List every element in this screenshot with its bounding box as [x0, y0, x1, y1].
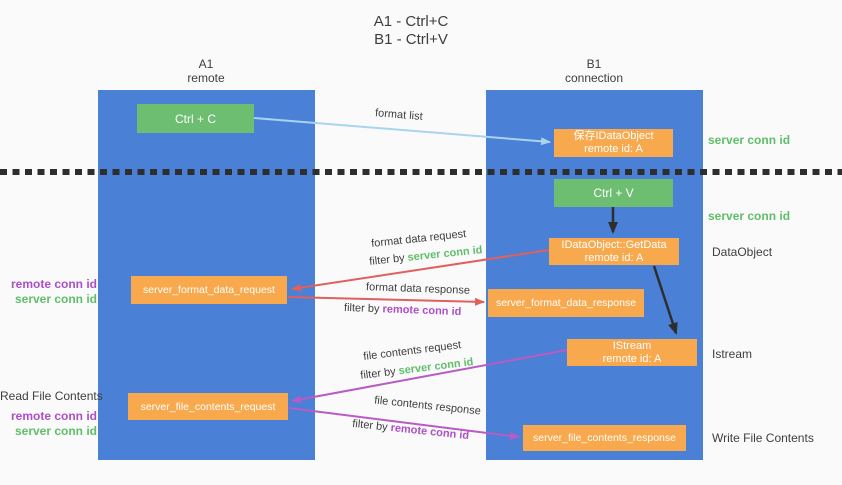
- server-file-contents-response-box: server_file_contents_response: [523, 425, 686, 451]
- server-file-contents-request-box: server_file_contents_request: [128, 393, 288, 420]
- remote-conn-id-annotation-1: remote conn id: [10, 277, 97, 291]
- filter-by-text: filter by: [351, 417, 392, 434]
- ctrl-c-box: Ctrl + C: [137, 104, 254, 133]
- server-conn-id-text: server conn id: [397, 356, 475, 378]
- save-idataobject-box: 保存IDataObject remote id: A: [554, 129, 673, 157]
- conn-id-annotation-cluster-1: remote conn id server conn id: [0, 277, 97, 307]
- format-data-response-label: format data response: [365, 281, 471, 297]
- dataobject-annotation: DataObject: [712, 245, 773, 259]
- right-column-header: B1 connection: [524, 57, 664, 85]
- server-format-data-request-box: server_format_data_request: [131, 276, 287, 304]
- filter-by-text: filter by: [368, 251, 409, 268]
- idataobject-getdata-box: IDataObject::GetData remote id: A: [549, 238, 679, 265]
- server-conn-id-annotation-2: server conn id: [14, 424, 97, 438]
- ctrl-v-label: Ctrl + V: [593, 186, 634, 200]
- ctrl-c-label: Ctrl + C: [174, 111, 216, 126]
- conn-id-annotation-cluster-2: remote conn id server conn id: [0, 409, 97, 439]
- format-data-response-arrow: [287, 296, 485, 306]
- left-column-name: A1: [198, 57, 214, 71]
- server-conn-id-annotation-top: server conn id: [708, 133, 791, 147]
- server-conn-id-annotation-1: server conn id: [14, 292, 97, 306]
- read-file-contents-annotation: Read File Contents: [0, 389, 103, 403]
- right-column-subtitle: connection: [564, 71, 624, 85]
- save-idataobject-line2: remote id: A: [584, 143, 643, 155]
- title-line-1: A1 - Ctrl+C: [373, 13, 449, 30]
- server-conn-id-text: server conn id: [406, 244, 484, 264]
- ctrl-v-box: Ctrl + V: [554, 179, 673, 207]
- istream-line2: remote id: A: [602, 352, 662, 365]
- format-request-label: server_format_data_request: [143, 284, 275, 296]
- format-response-label: server_format_data_response: [495, 297, 637, 309]
- file-request-label: server_file_contents_request: [140, 400, 276, 413]
- title-line-2: B1 - Ctrl+V: [374, 31, 448, 48]
- file-response-label: server_file_contents_response: [532, 432, 676, 444]
- diagram-title: A1 - Ctrl+C B1 - Ctrl+V: [311, 13, 511, 49]
- server-conn-id-annotation-mid: server conn id: [708, 209, 791, 223]
- file-contents-response-label: file contents response: [373, 394, 482, 418]
- istream-annotation: Istream: [712, 347, 753, 361]
- remote-conn-id-text: remote conn id: [382, 303, 462, 319]
- remote-conn-id-annotation-2: remote conn id: [10, 409, 97, 423]
- getdata-line2: remote id: A: [584, 251, 644, 264]
- format-list-label: format list: [374, 107, 424, 123]
- filter-by-remote-conn-id-label-1: filter by remote conn id: [344, 302, 462, 318]
- left-column-subtitle: remote: [187, 71, 225, 85]
- server-format-data-response-box: server_format_data_response: [488, 289, 644, 317]
- istream-box: IStream remote id: A: [567, 339, 697, 366]
- istream-line1: IStream: [612, 339, 652, 352]
- remote-conn-id-text: remote conn id: [389, 421, 470, 443]
- filter-by-text: filter by: [359, 365, 400, 382]
- getdata-line1: IDataObject::GetData: [561, 238, 667, 251]
- write-file-contents-annotation: Write File Contents: [712, 431, 814, 445]
- filter-by-remote-conn-id-label-2: filter by remote conn id: [352, 418, 470, 442]
- right-column-name: B1: [586, 57, 602, 71]
- filter-by-text: filter by: [343, 301, 383, 316]
- save-idataobject-line1: 保存IDataObject: [573, 130, 654, 142]
- dotted-divider-line: [0, 169, 842, 175]
- left-column-header: A1 remote: [136, 57, 276, 85]
